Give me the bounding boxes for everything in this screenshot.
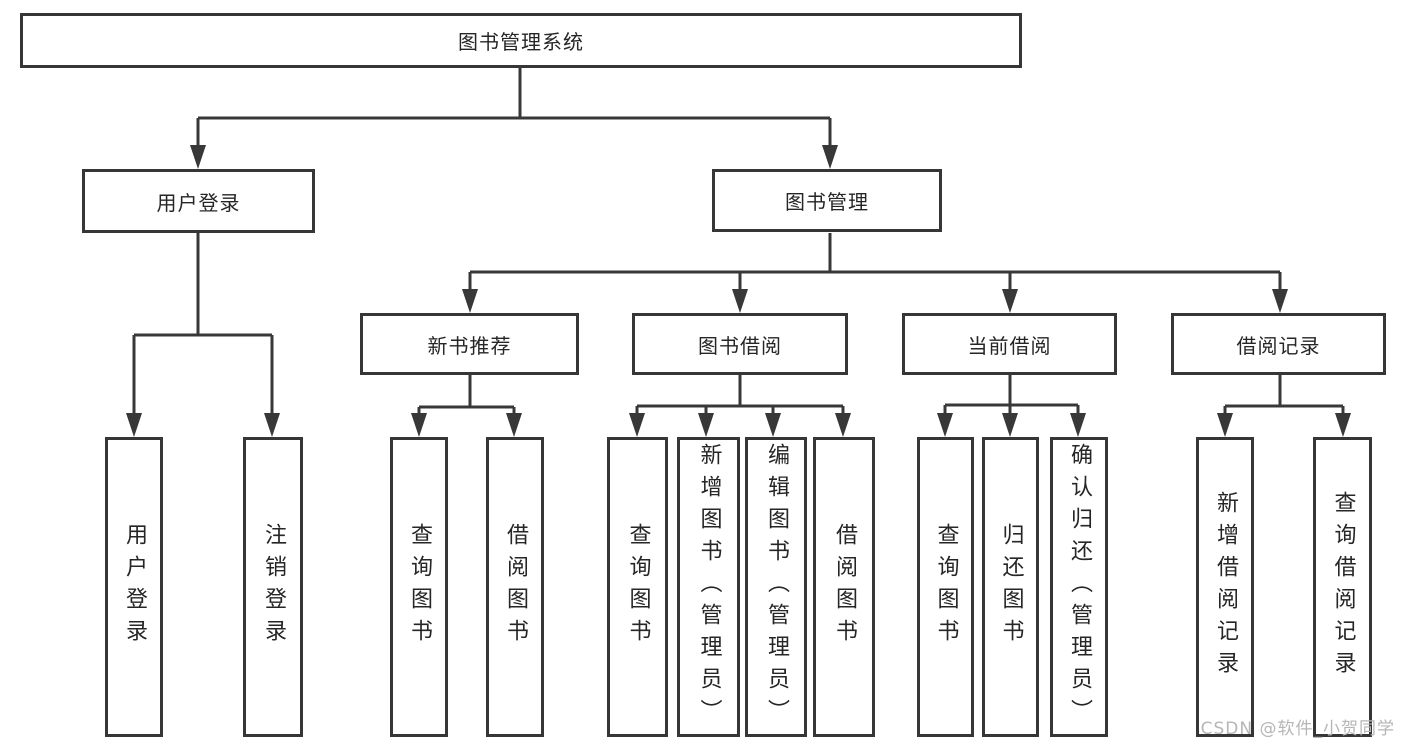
node-book-borrowing: 图书借阅 <box>632 313 848 375</box>
leaf-nb-borrow-books: 借阅图书 <box>486 437 544 737</box>
leaf-bb-add-books-admin: 新增图书（管理员） <box>677 437 740 737</box>
node-current-borrowing: 当前借阅 <box>902 313 1117 375</box>
leaf-logout: 注销登录 <box>243 437 303 737</box>
leaf-br-query-record: 查询借阅记录 <box>1313 437 1372 737</box>
leaf-cb-query-books: 查询图书 <box>917 437 974 737</box>
leaf-nb-query-books: 查询图书 <box>390 437 448 737</box>
leaf-bb-borrow-books: 借阅图书 <box>813 437 875 737</box>
node-user-login: 用户登录 <box>82 169 315 233</box>
node-new-book-recommend: 新书推荐 <box>360 313 579 375</box>
leaf-br-add-record: 新增借阅记录 <box>1196 437 1254 737</box>
node-book-management: 图书管理 <box>712 169 942 232</box>
leaf-bb-edit-books-admin: 编辑图书（管理员） <box>745 437 807 737</box>
arrowhead-icons <box>126 145 1351 437</box>
connector-currentborrow-to-leaves <box>943 375 1080 418</box>
leaf-bb-query-books: 查询图书 <box>607 437 668 737</box>
connector-userlogin-to-leaves <box>132 233 274 418</box>
connector-borrowrecords-to-leaves <box>1223 375 1345 418</box>
connector-bookborrow-to-leaves <box>635 375 845 418</box>
csdn-watermark: CSDN @软件_小贺同学 <box>1200 719 1395 739</box>
node-borrowing-records: 借阅记录 <box>1171 313 1386 375</box>
leaf-cb-return-books: 归还图书 <box>982 437 1039 737</box>
connector-bookmgmt-to-level3 <box>468 233 1282 294</box>
connector-root-to-level2 <box>196 68 832 150</box>
leaf-user-login: 用户登录 <box>105 437 163 737</box>
connector-newbooks-to-leaves <box>417 375 516 418</box>
leaf-cb-confirm-return-admin: 确认归还（管理员） <box>1050 437 1108 737</box>
node-root: 图书管理系统 <box>20 13 1022 68</box>
